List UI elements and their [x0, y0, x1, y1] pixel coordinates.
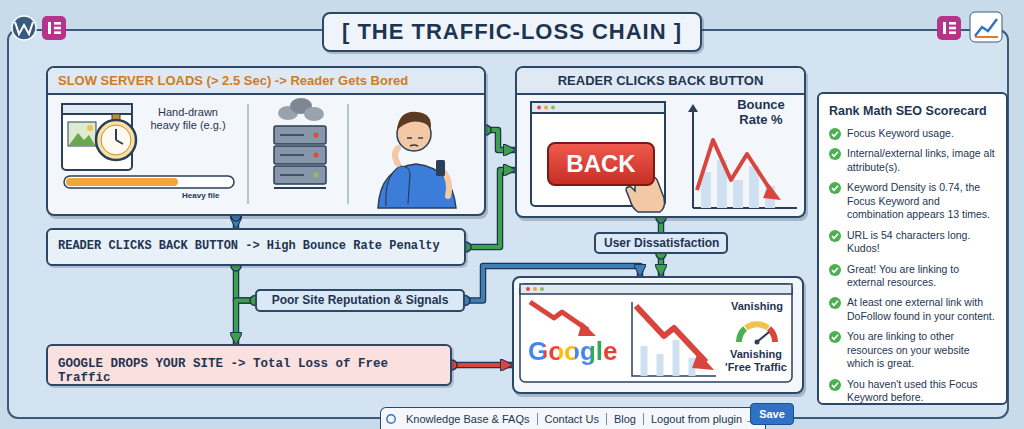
footer-link: Blog [606, 413, 643, 425]
gauge-label: Vanishing 'Free Traffic [720, 348, 792, 374]
flow-connector [481, 125, 515, 150]
footer-link: Logout from plugin → [643, 413, 763, 425]
wordpress-icon [12, 16, 36, 40]
signal-box: Poor Site Reputation & Signals [255, 289, 465, 312]
gauge-label: Vanishing [720, 300, 794, 313]
flow-connector [447, 360, 512, 370]
process-box: READER CLICKS BACK BUTTON Bounce Rate % BA… [515, 66, 806, 218]
back-button: BACK [547, 142, 655, 186]
checklist-item: Internal/external links, image alt attri… [829, 147, 996, 174]
box-text: User Dissatisfaction [604, 236, 718, 250]
box-heading: SLOW SERVER LOADS (> 2.5 Sec) -> Reader … [48, 68, 484, 95]
elementor-icon [937, 16, 961, 40]
diagram-title: [ THE TRAFFIC-LOSS CHAIN ] [342, 19, 682, 45]
bar-label: Heavy file [182, 191, 242, 200]
chart-label: Bounce Rate % [723, 98, 799, 128]
box-heading: READER CLICKS BACK BUTTON [517, 68, 804, 95]
result-band: GOOGLE DROPS YOUR SITE -> Total Loss of … [46, 344, 452, 386]
box-text: Poor Site Reputation & Signals [265, 293, 455, 307]
box-text: READER CLICKS BACK BUTTON -> High Bounce… [58, 239, 454, 253]
result-box: Google VanishingVanishing 'Free Traffic [512, 276, 804, 394]
checklist-item: Keyword Density is 0.74, the Focus Keywo… [829, 181, 996, 221]
scorecard-panel: Rank Math SEO ScorecardFocus Keyword usa… [817, 92, 1008, 405]
checklist-item: You haven't used this Focus Keyword befo… [829, 378, 996, 405]
checklist-item: URL is 54 characters long. Kudos! [829, 229, 996, 256]
flow-connector [231, 261, 255, 301]
checklist-item: At least one external link with DoFollow… [829, 296, 996, 323]
elementor-icon [42, 16, 66, 40]
panel-heading: Rank Math SEO Scorecard [829, 104, 996, 118]
checklist-item: Great! You are linking to external resou… [829, 263, 996, 290]
save-button: Save [750, 403, 794, 425]
checklist-item: Focus Keyword usage. [829, 127, 996, 140]
chart-icon [970, 12, 1002, 42]
checklist-item: You are linking to other resources on yo… [829, 330, 996, 370]
title-box: [ THE TRAFFIC-LOSS CHAIN ] [322, 12, 702, 52]
footer-link: Knowledge Base & FAQs [399, 413, 537, 425]
footer-link: Contact Us [537, 413, 606, 425]
process-band: READER CLICKS BACK BUTTON -> High Bounce… [46, 228, 466, 266]
signal-box: User Dissatisfaction [594, 232, 728, 254]
process-box: SLOW SERVER LOADS (> 2.5 Sec) -> Reader … [46, 66, 486, 216]
button-label: Save [759, 408, 785, 420]
illustration-label: Hand-drawn heavy file (e.g.) [143, 106, 233, 132]
logo-text: Google [528, 336, 620, 367]
button-label: BACK [566, 150, 635, 178]
traffic-drop-illustration [514, 278, 800, 390]
box-text: GOOGLE DROPS YOUR SITE -> Total Loss of … [58, 357, 440, 385]
footer-bar: Knowledge Base & FAQsContact UsBlogLogou… [380, 407, 766, 429]
